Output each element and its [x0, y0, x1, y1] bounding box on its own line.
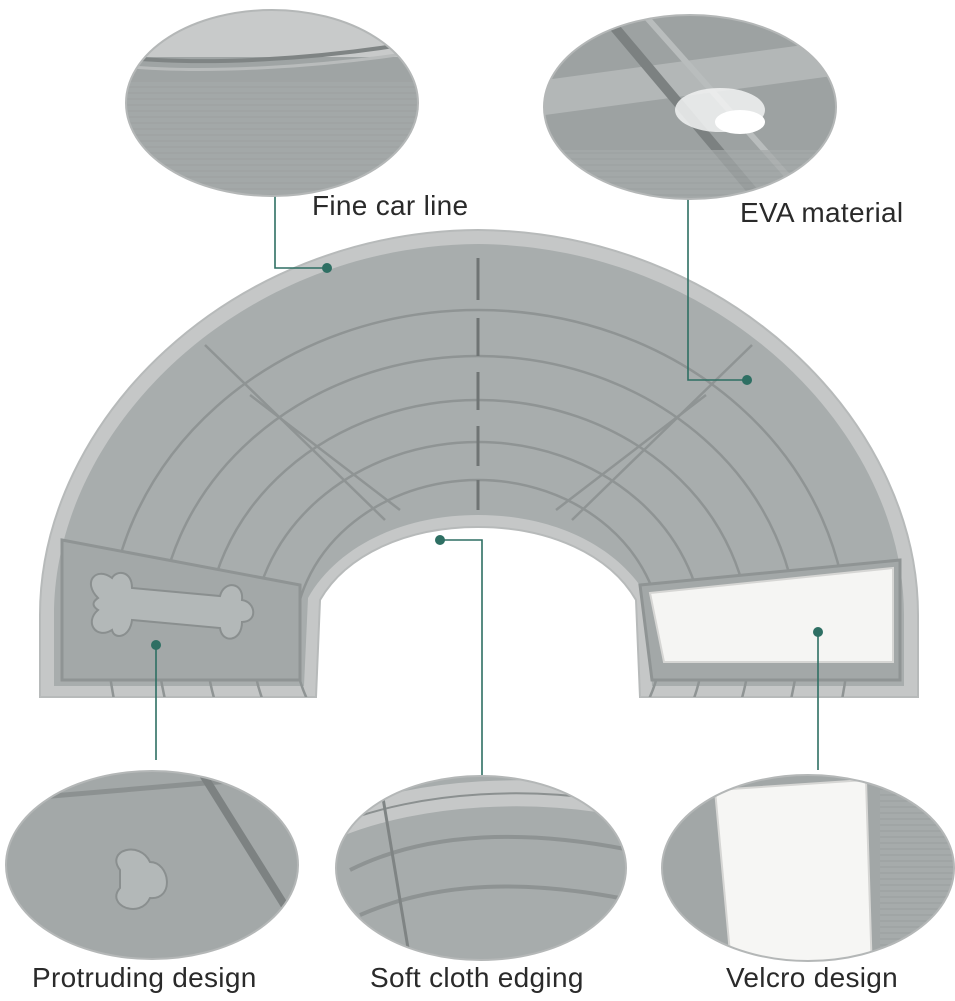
detail-protruding-design — [5, 770, 299, 960]
callout-soft-cloth-edging: Soft cloth edging — [370, 962, 584, 993]
callout-eva-material: EVA material — [740, 197, 904, 228]
callout-velcro-design: Velcro design — [726, 962, 899, 993]
cone-collar — [39, 228, 919, 698]
detail-velcro-design — [661, 774, 955, 962]
callout-fine-car-line: Fine car line — [312, 190, 469, 221]
bone-icon — [90, 571, 255, 640]
detail-fine-car-line — [125, 9, 419, 197]
velcro-patch — [638, 558, 902, 682]
detail-soft-cloth-edging — [335, 775, 627, 961]
leader-dots — [151, 263, 823, 650]
bone-closeup-icon — [115, 848, 168, 910]
detail-eva-material — [543, 14, 837, 200]
callout-protruding-design: Protruding design — [32, 962, 257, 993]
leader-lines — [155, 193, 819, 775]
bone-patch — [60, 538, 302, 682]
